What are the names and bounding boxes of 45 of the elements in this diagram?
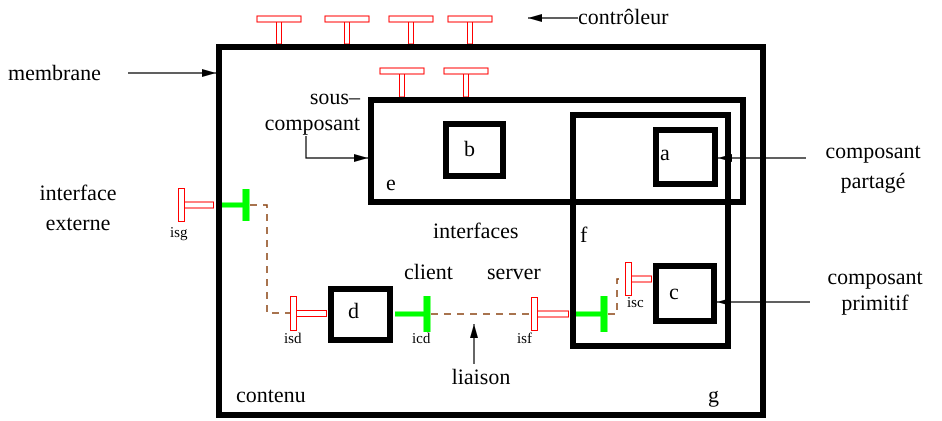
interface-name: isd xyxy=(284,332,302,347)
component-box xyxy=(653,263,717,324)
annotation-text: membrane xyxy=(8,60,128,88)
client-interface-symbol xyxy=(395,296,431,332)
interface-name: isg xyxy=(170,226,188,241)
component-name: f xyxy=(580,224,588,246)
annotation-text: interface externe xyxy=(38,179,118,237)
annotation-text: liaison xyxy=(440,364,522,394)
component-box xyxy=(570,112,731,349)
interface-name: icd xyxy=(412,332,430,347)
annotation-text: composant partagé xyxy=(806,136,940,196)
leader-arrow xyxy=(470,324,478,364)
component-box xyxy=(328,286,393,343)
annotation-text: contrôleur xyxy=(578,4,696,32)
component-name: a xyxy=(660,142,670,164)
annotation-text: composant primitif xyxy=(810,264,940,320)
server-interface-symbol xyxy=(625,262,652,296)
component-box xyxy=(443,121,506,179)
leader-arrow xyxy=(717,298,810,306)
component-box xyxy=(368,97,746,205)
leader-arrow xyxy=(305,136,368,162)
component-name: b xyxy=(464,138,475,160)
client-interface-symbol xyxy=(222,189,250,221)
component-name: g xyxy=(708,384,719,406)
component-name: d xyxy=(348,300,359,322)
server-interface-symbol xyxy=(531,297,569,331)
binding-line xyxy=(431,313,531,315)
client-interface-symbol xyxy=(576,296,608,332)
server-interface-symbol xyxy=(290,296,327,331)
binding-line xyxy=(250,204,290,314)
annotation-text: client xyxy=(404,261,453,283)
annotation-text: contenu xyxy=(236,384,306,406)
component-name: c xyxy=(669,281,679,303)
component-box xyxy=(216,44,766,418)
annotation-text: server xyxy=(487,261,541,283)
annotation-text: sous– composant xyxy=(226,84,360,136)
annotation-text: interfaces xyxy=(433,220,518,242)
leader-arrow xyxy=(528,14,578,22)
interface-name: isf xyxy=(517,332,532,347)
server-interface-symbol xyxy=(178,188,214,222)
component-box xyxy=(653,127,718,187)
interface-name: isc xyxy=(627,296,644,311)
leader-arrow xyxy=(718,154,806,162)
leader-arrow xyxy=(128,69,216,77)
component-name: e xyxy=(386,172,396,194)
